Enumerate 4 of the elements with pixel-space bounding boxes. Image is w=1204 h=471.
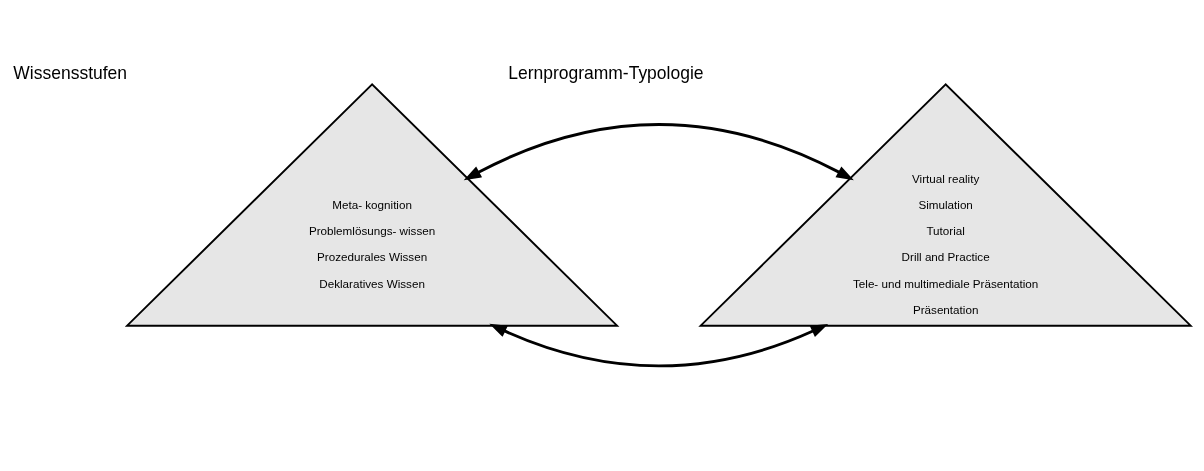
node-label: Lernprogramm-Typologie <box>508 62 704 83</box>
node-label: Wissensstufen <box>13 62 128 83</box>
arrow <box>463 123 854 181</box>
arrow <box>489 323 829 368</box>
